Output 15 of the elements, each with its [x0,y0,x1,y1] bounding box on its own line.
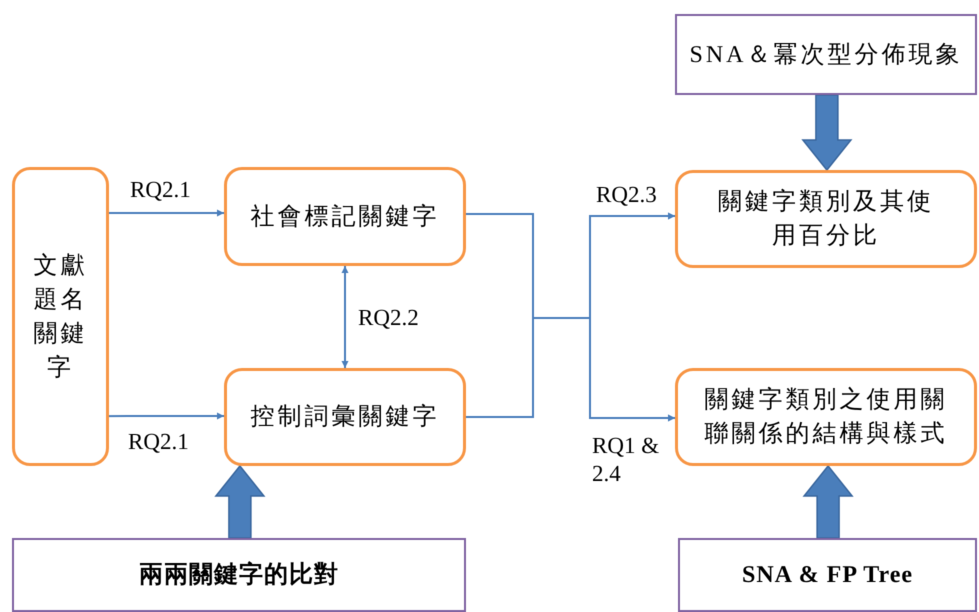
process-box: 文獻題名關鍵字 [12,167,109,466]
result-box: 關鍵字類別及其使用百分比 [675,170,977,268]
method-box: SNA & FP Tree [678,538,977,612]
arrow [109,412,224,420]
arrow [466,317,675,422]
arrow [109,210,224,217]
block-arrow [214,464,266,539]
arrow [342,266,348,368]
method-box: 兩兩關鍵字的比對 [12,538,466,612]
method-box: SNA＆冪次型分佈現象 [675,14,977,95]
block-arrow [802,464,854,539]
process-box: 控制詞彙關鍵字 [224,368,466,466]
block-arrow [801,94,852,172]
result-box: 關鍵字類別之使用關聯關係的結構與樣式 [675,368,977,466]
process-box: 社會標記關鍵字 [224,167,466,266]
